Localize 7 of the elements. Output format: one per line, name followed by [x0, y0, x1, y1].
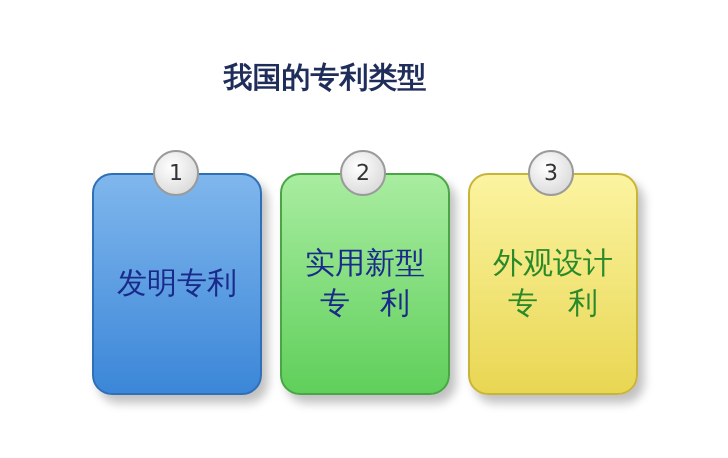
number-badge: 3: [528, 150, 574, 196]
card-label: 发明专利: [116, 265, 238, 303]
number-badge: 1: [153, 150, 199, 196]
card-label: 实用新型专 利: [304, 245, 426, 323]
number-badge: 2: [340, 150, 386, 196]
card-label: 外观设计专 利: [492, 245, 614, 323]
title: 我国的专利类型: [222, 59, 428, 96]
